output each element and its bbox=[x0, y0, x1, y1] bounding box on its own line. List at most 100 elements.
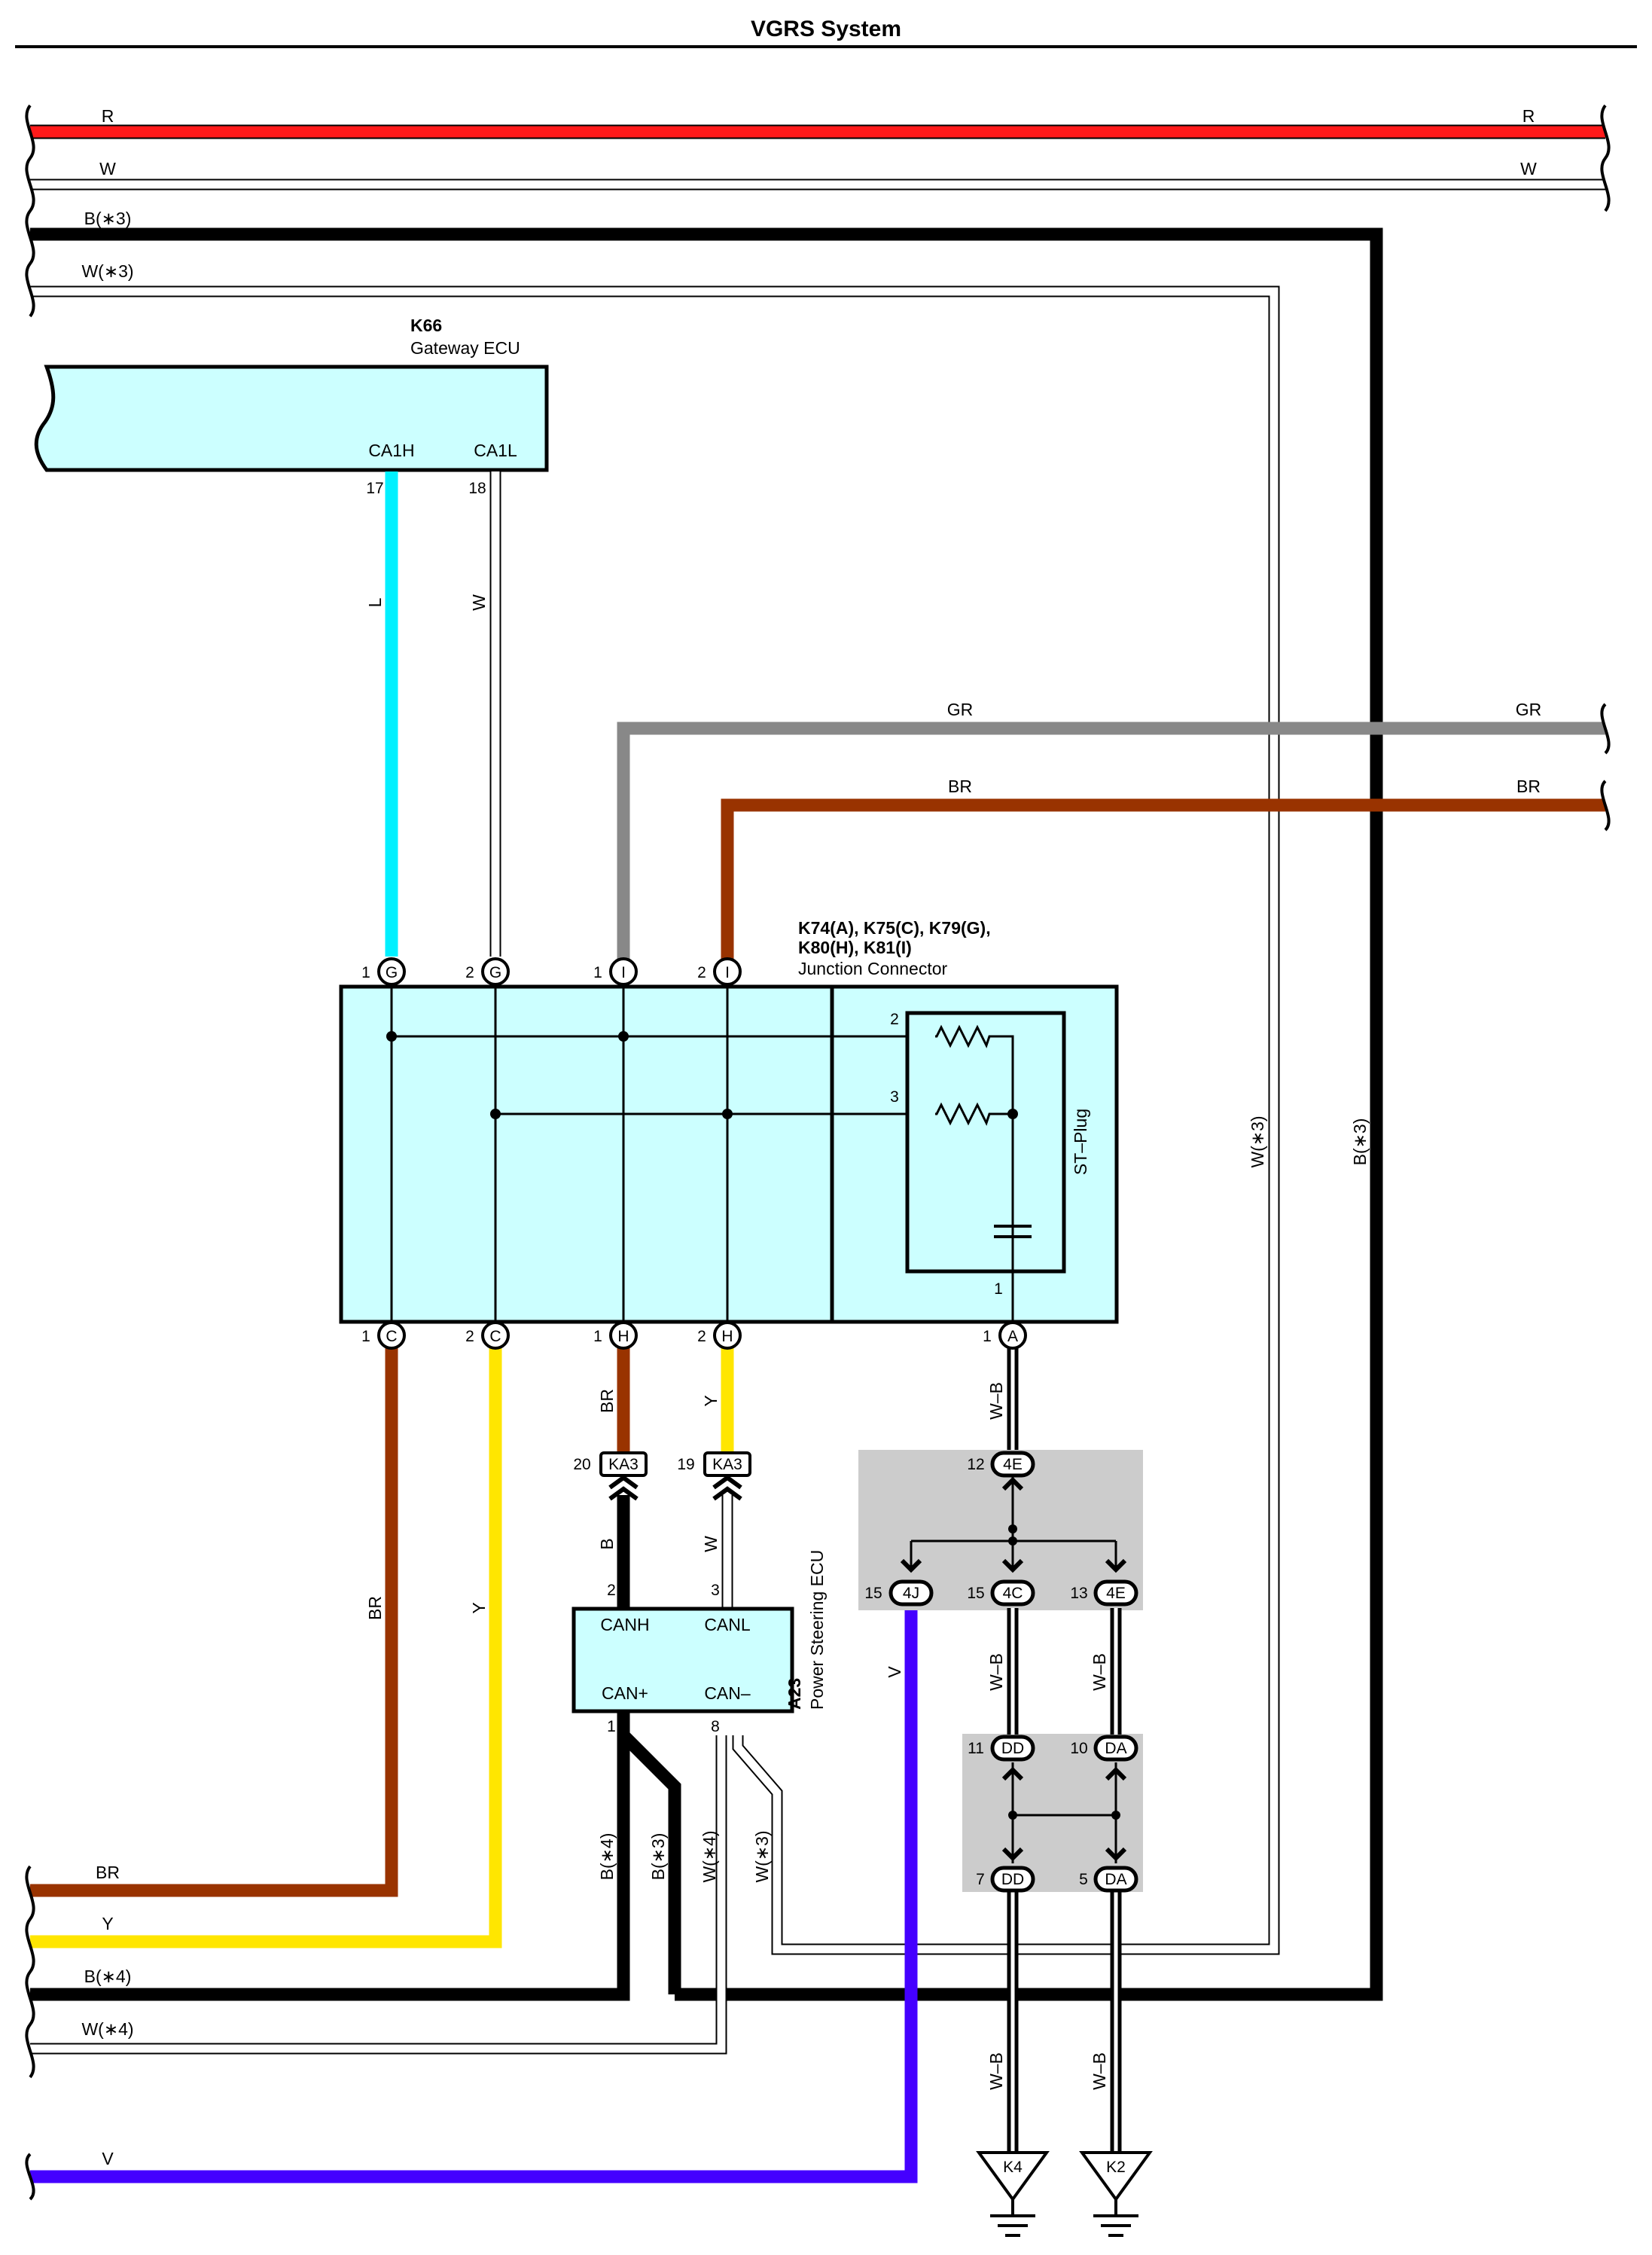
page-title: VGRS System bbox=[751, 17, 901, 41]
svg-text:15: 15 bbox=[967, 1585, 984, 1602]
svg-text:1: 1 bbox=[361, 964, 370, 981]
jc-bottom-pin-1H: 1 H bbox=[593, 1321, 638, 1350]
wire-label-w3-vertical: W(∗3) bbox=[1248, 1115, 1267, 1167]
wire-label-w3-a23: W(∗3) bbox=[752, 1830, 772, 1882]
jb-connector-10-DA: 10 DA bbox=[1070, 1735, 1138, 1762]
bus-label-left-w: W bbox=[99, 159, 116, 179]
svg-text:H: H bbox=[617, 1328, 629, 1345]
wire-br-upper bbox=[721, 798, 1605, 972]
bus-label-left-w3: W(∗3) bbox=[81, 261, 133, 281]
wire-label-b4-a23: B(∗4) bbox=[597, 1833, 617, 1881]
junction-connector-ids-1: K74(A), K75(C), K79(G), bbox=[798, 918, 991, 938]
bus-label-right-gr: GR bbox=[1516, 700, 1542, 719]
svg-text:1: 1 bbox=[593, 964, 602, 981]
wire-label-wb-4e: W–B bbox=[1090, 1653, 1109, 1691]
junction-connector-name: Junction Connector bbox=[798, 959, 948, 978]
svg-text:C: C bbox=[386, 1328, 397, 1345]
power-steering-ecu-box bbox=[571, 1607, 794, 1713]
svg-text:1: 1 bbox=[593, 1328, 602, 1345]
wire-label-w4-a23: W(∗4) bbox=[700, 1830, 719, 1882]
wire-br-lower bbox=[30, 1348, 398, 1897]
wb-branch-wiring bbox=[900, 1476, 1127, 1573]
st-plug-pin-1: 1 bbox=[994, 1280, 1003, 1298]
jc-bottom-pin-1A: 1 A bbox=[983, 1321, 1027, 1350]
jb-connector-12-4E: 12 4E bbox=[967, 1451, 1035, 1478]
jc-top-pin-2G: 2 G bbox=[465, 957, 510, 986]
svg-text:K2: K2 bbox=[1106, 2159, 1126, 2176]
left-break-marks bbox=[18, 104, 35, 2201]
wire-label-wb-a: W–B bbox=[986, 1382, 1006, 1420]
jc-top-pin-2I: 2 I bbox=[697, 957, 742, 986]
wire-label-w-ka3: W bbox=[701, 1536, 721, 1552]
svg-text:2: 2 bbox=[465, 1328, 474, 1345]
wire-label-wb-4c: W–B bbox=[986, 1653, 1006, 1691]
ka3-connector-19: 19 KA3 bbox=[677, 1451, 751, 1501]
wire-label-y-lower: Y bbox=[469, 1602, 489, 1613]
svg-text:10: 10 bbox=[1070, 1740, 1087, 1757]
st-plug-junction-dot bbox=[1007, 1109, 1018, 1119]
jc-bottom-pin-2H: 2 H bbox=[697, 1321, 742, 1350]
gateway-ecu-name: Gateway ECU bbox=[410, 338, 520, 358]
svg-text:4E: 4E bbox=[1106, 1585, 1126, 1602]
power-steering-ecu-pin-1: 1 bbox=[607, 1718, 616, 1735]
wire-gr bbox=[617, 722, 1605, 972]
ground-k4: K4 bbox=[976, 2151, 1050, 2237]
svg-text:I: I bbox=[621, 964, 626, 981]
wire-b3-main bbox=[30, 227, 1383, 2001]
svg-text:7: 7 bbox=[976, 1871, 985, 1888]
power-steering-ecu-pin-2: 2 bbox=[607, 1582, 616, 1599]
bus-label-gr: GR bbox=[947, 700, 974, 719]
svg-text:I: I bbox=[725, 964, 730, 981]
wire-label-b3-vertical: B(∗3) bbox=[1350, 1118, 1370, 1166]
svg-text:2: 2 bbox=[465, 964, 474, 981]
bus-label-left-b4: B(∗4) bbox=[84, 1967, 132, 1986]
st-plug-label: ST–Plug bbox=[1071, 1109, 1090, 1175]
bus-label-br: BR bbox=[948, 777, 972, 796]
gateway-ecu-id: K66 bbox=[410, 316, 442, 335]
svg-text:4E: 4E bbox=[1003, 1456, 1023, 1473]
wire-w4 bbox=[30, 1735, 727, 2055]
svg-text:4J: 4J bbox=[903, 1585, 919, 1602]
st-plug-pin-3: 3 bbox=[890, 1088, 899, 1106]
bus-label-left-br: BR bbox=[96, 1863, 120, 1882]
right-break-marks bbox=[1600, 104, 1634, 832]
jb-connector-13-4E: 13 4E bbox=[1070, 1579, 1138, 1607]
power-steering-ecu-pin-3: 3 bbox=[711, 1582, 720, 1599]
svg-text:1: 1 bbox=[983, 1328, 992, 1345]
jb-connector-15-4J: 15 4J bbox=[864, 1579, 934, 1607]
ka3-connector-20: 20 KA3 bbox=[573, 1451, 648, 1501]
bus-label-right-w: W bbox=[1520, 159, 1537, 179]
wire-label-br-ka3: BR bbox=[597, 1389, 617, 1413]
gateway-ecu-box bbox=[34, 365, 549, 472]
wire-label-wb-k2: W–B bbox=[1090, 2052, 1109, 2090]
bus-label-left-b3: B(∗3) bbox=[84, 209, 132, 228]
power-steering-ecu-canh: CANH bbox=[600, 1615, 649, 1634]
wire-label-wb-k4: W–B bbox=[986, 2052, 1006, 2090]
gateway-ecu-pin-ca1h: CA1H bbox=[368, 441, 414, 460]
power-steering-ecu-pin-8: 8 bbox=[711, 1718, 720, 1735]
wire-b3-a23 bbox=[618, 1730, 681, 1994]
svg-text:2: 2 bbox=[697, 964, 706, 981]
svg-text:K4: K4 bbox=[1003, 2159, 1023, 2176]
power-steering-ecu-canl: CANL bbox=[704, 1615, 751, 1634]
svg-text:DA: DA bbox=[1105, 1740, 1126, 1757]
svg-text:H: H bbox=[721, 1328, 733, 1345]
svg-text:11: 11 bbox=[968, 1740, 984, 1757]
wire-label-b3-a23: B(∗3) bbox=[648, 1833, 668, 1881]
wire-y-lower bbox=[30, 1348, 502, 1948]
jb-connector-11-DD: 11 DD bbox=[968, 1735, 1035, 1762]
junction-connector-ids-2: K80(H), K81(I) bbox=[798, 938, 912, 957]
wire-label-v: V bbox=[885, 1666, 904, 1678]
svg-text:G: G bbox=[386, 964, 398, 981]
gateway-ecu-pin-ca1l: CA1L bbox=[474, 441, 517, 460]
wire-label-w-ca1l: W bbox=[469, 594, 489, 611]
svg-text:DD: DD bbox=[1001, 1740, 1024, 1757]
svg-text:5: 5 bbox=[1079, 1871, 1088, 1888]
capacitor bbox=[994, 1225, 1032, 1322]
jc-top-pin-1G: 1 G bbox=[361, 957, 406, 986]
junction-splice-dots bbox=[386, 1031, 733, 1119]
power-steering-ecu-canp: CAN+ bbox=[602, 1683, 648, 1703]
wire-label-b-ka3: B bbox=[597, 1538, 617, 1549]
junction-internal-wiring bbox=[390, 987, 935, 1322]
